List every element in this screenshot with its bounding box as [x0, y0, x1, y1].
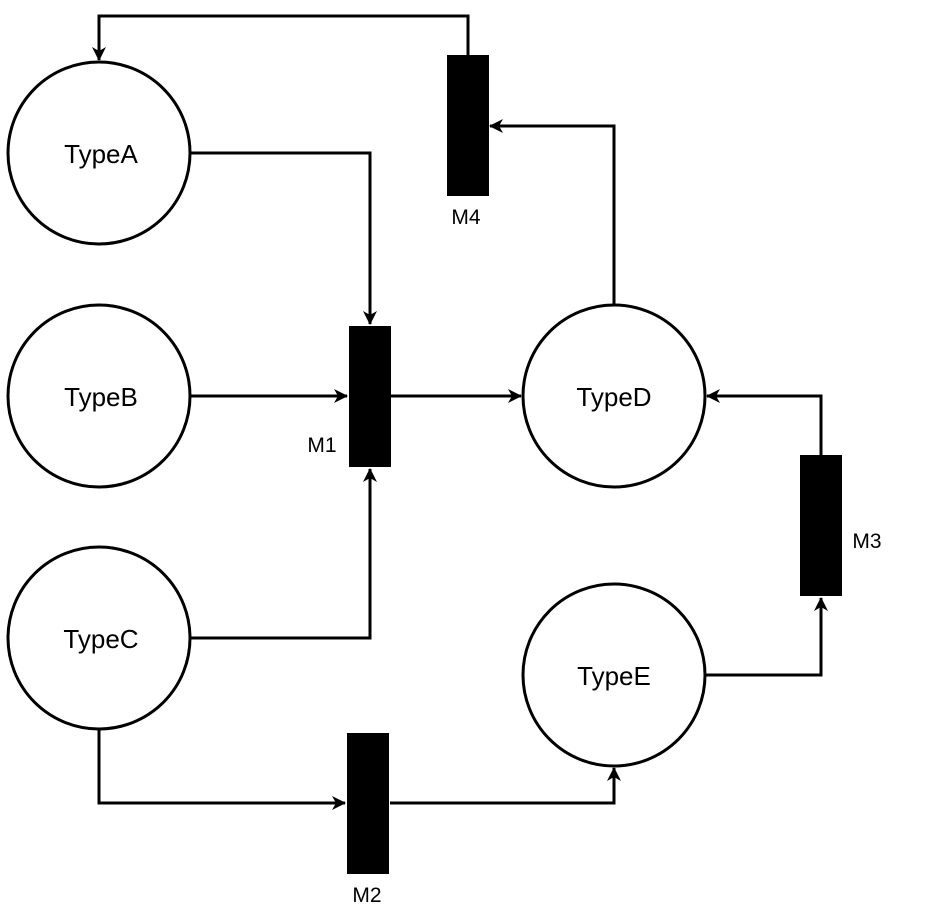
place-typeD: TypeD: [521, 303, 707, 489]
arc-typeA-to-m1: [190, 151, 377, 325]
place-label-typeC: TypeC: [63, 624, 138, 654]
arc-typeE-to-m3: [706, 597, 828, 677]
transition-m2: M2: [347, 733, 389, 907]
arc-typeD-to-m4: [489, 119, 616, 305]
transition-m1: M1: [307, 326, 391, 467]
place-label-typeD: TypeD: [576, 382, 651, 412]
arc-m3-to-typeD: [706, 389, 823, 455]
place-typeB: TypeB: [6, 303, 192, 489]
transition-m4: M4: [447, 55, 489, 229]
arc-typeC-to-m1: [190, 468, 377, 640]
place-label-typeB: TypeB: [64, 382, 138, 412]
transition-m3: M3: [800, 455, 882, 596]
arc-m4-to-typeA: [92, 14, 470, 61]
place-label-typeA: TypeA: [64, 139, 138, 169]
transition-label-m3: M3: [852, 530, 881, 553]
transition-label-m4: M4: [451, 206, 480, 229]
arc-m2-to-typeE: [390, 767, 621, 805]
place-typeA: TypeA: [6, 60, 192, 246]
place-label-typeE: TypeE: [577, 661, 651, 691]
transition-label-m2: M2: [352, 884, 381, 907]
arc-typeC-to-m2: [97, 730, 346, 810]
place-typeC: TypeC: [6, 545, 192, 731]
transition-label-m1: M1: [307, 434, 336, 457]
place-typeE: TypeE: [521, 582, 707, 768]
